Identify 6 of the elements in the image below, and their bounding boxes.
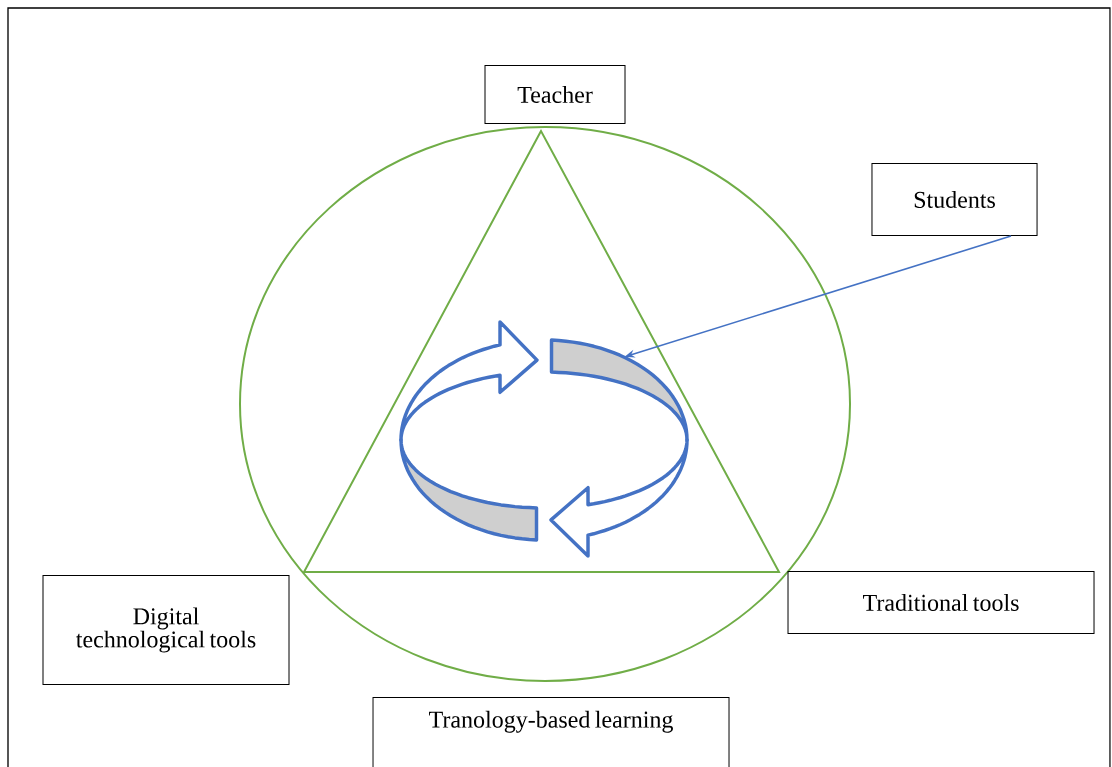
label-box: Tranology-based learning <box>372 697 730 767</box>
cycle-arrows-drawing <box>399 320 689 558</box>
label-box: Teacher <box>484 65 626 124</box>
label-box: Digital technological tools <box>42 575 290 686</box>
label-box: Traditional tools <box>787 571 1095 634</box>
label-box: Students <box>871 163 1038 236</box>
